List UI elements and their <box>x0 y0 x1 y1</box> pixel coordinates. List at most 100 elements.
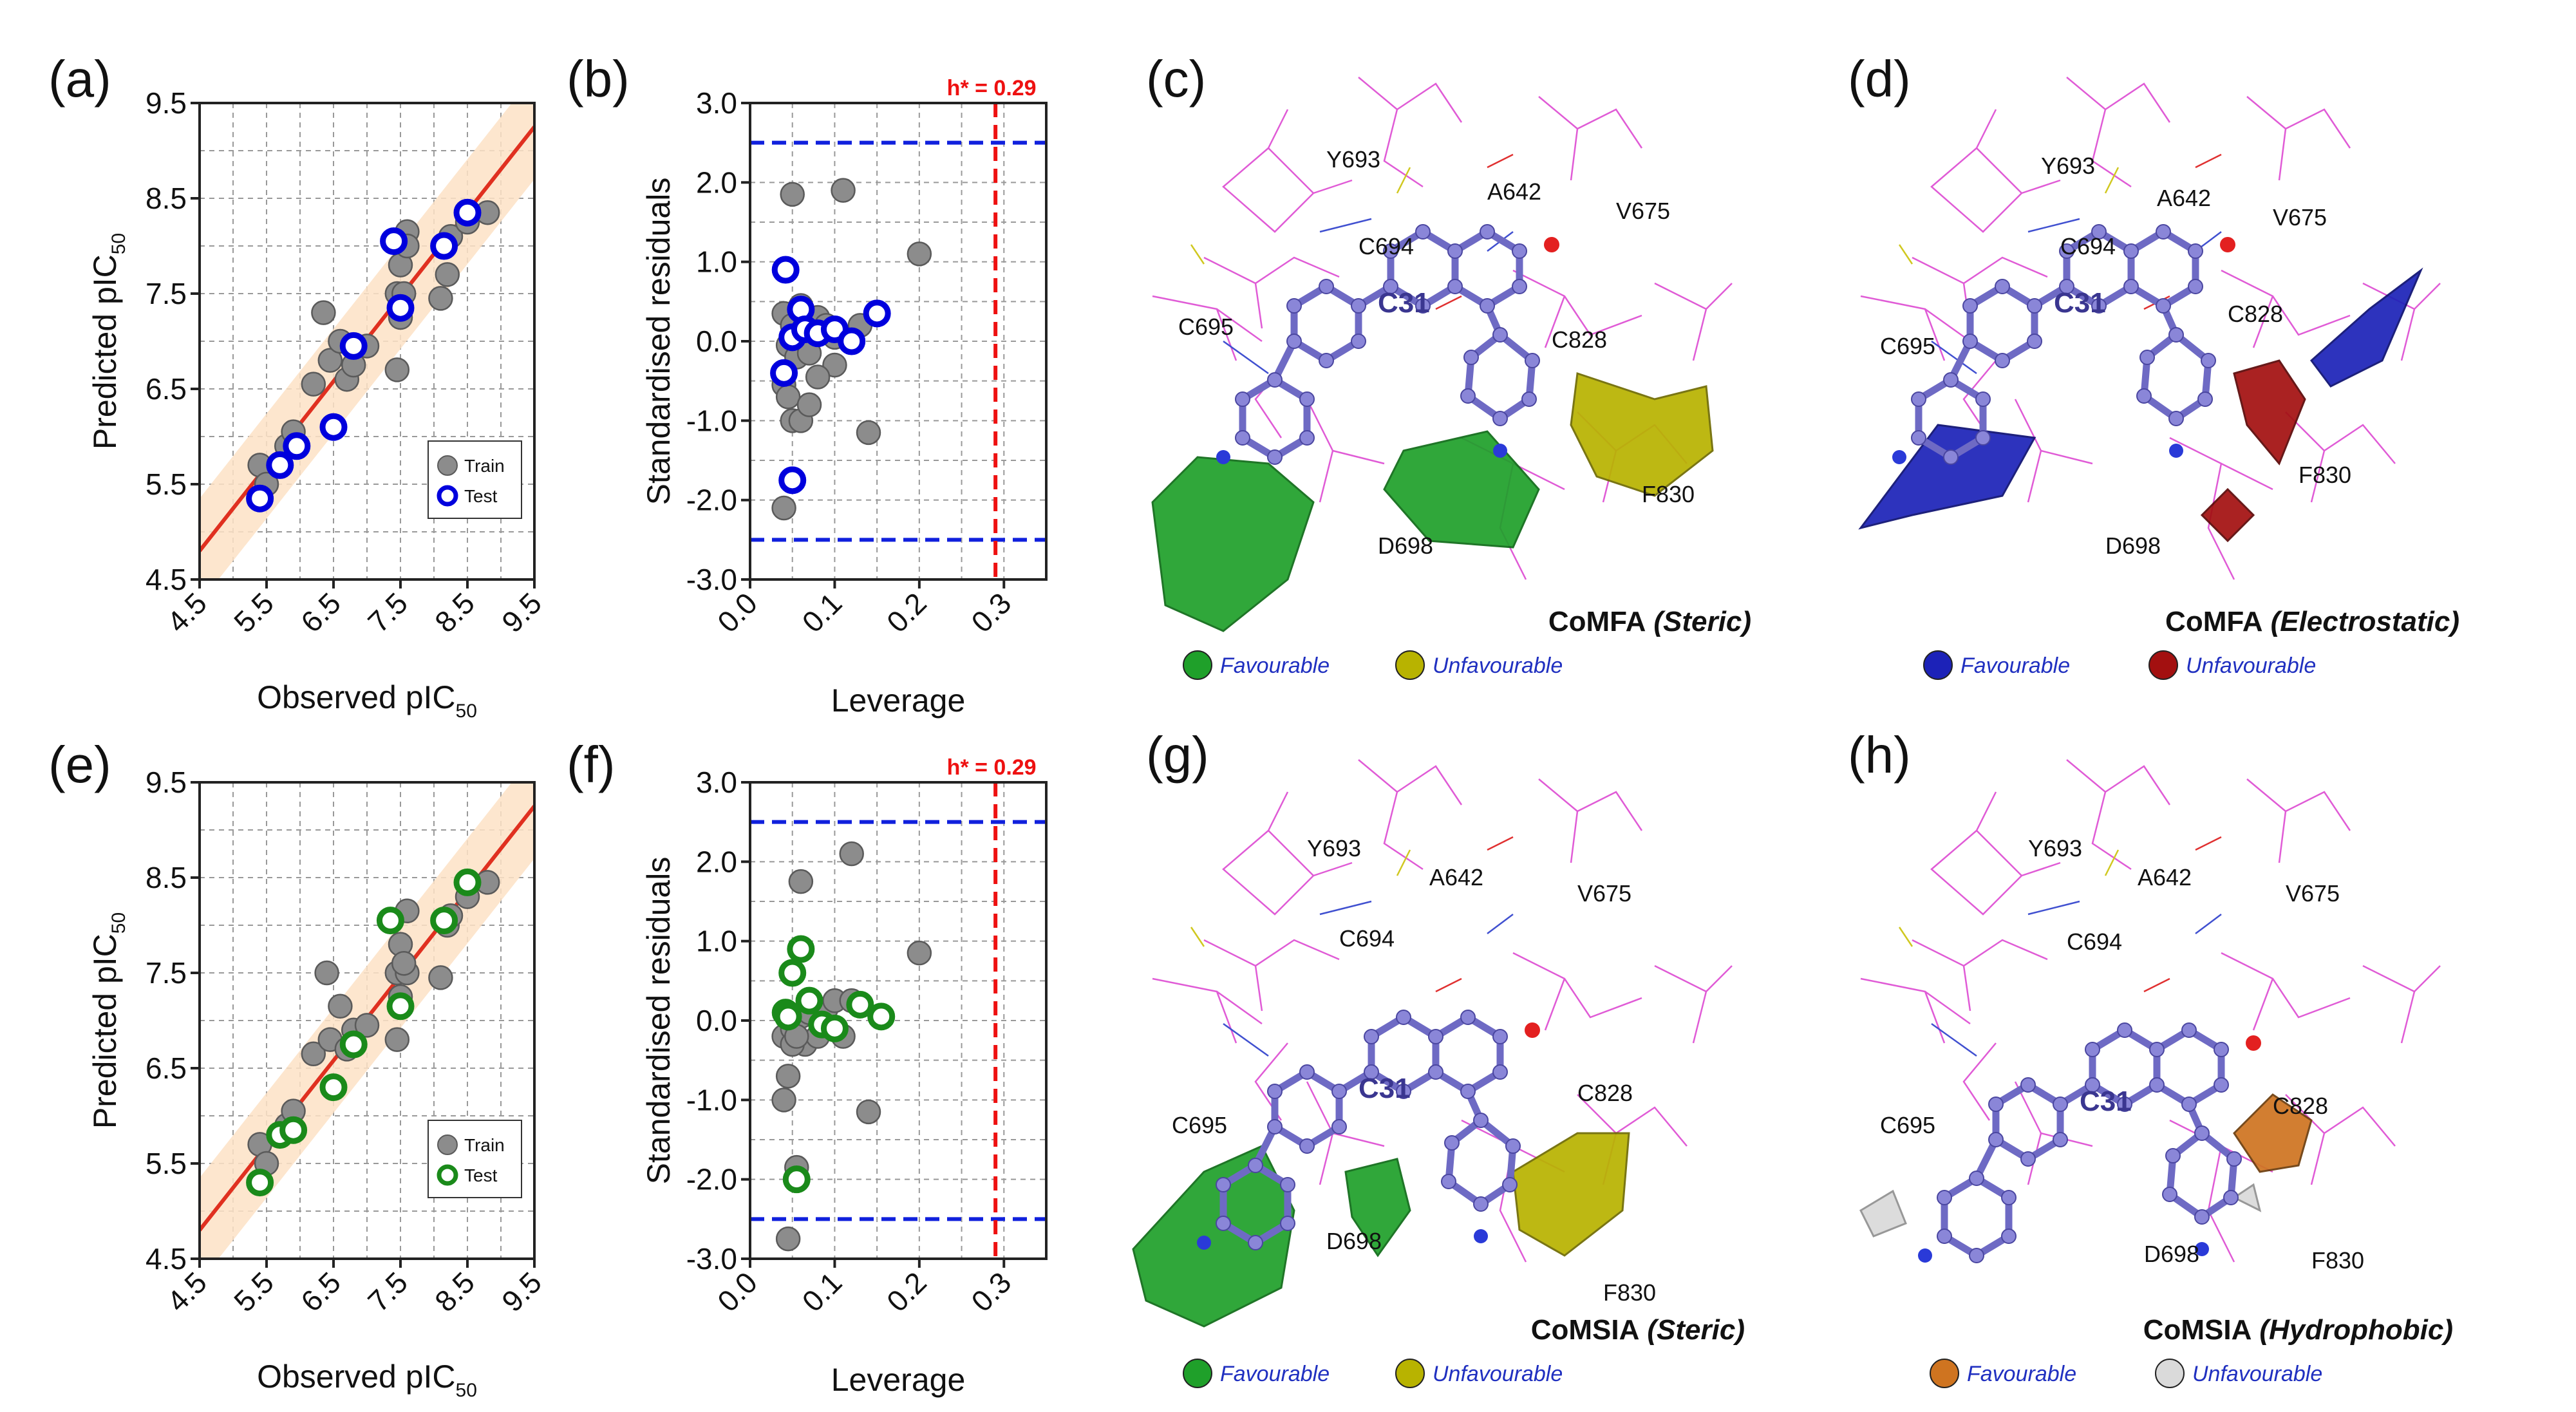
ligand-atom <box>2149 1042 2165 1057</box>
ligand-atom <box>1460 1010 1476 1025</box>
legend-test-marker <box>437 1164 458 1186</box>
y-tick-label: -3.0 <box>686 563 737 596</box>
residue-label: F830 <box>2299 462 2351 488</box>
panel-b: (b) h* = 0.293.02.01.00.0-1.0-2.0-3.00.0… <box>567 50 1048 719</box>
comsia-steric-map: C31Y693A642V675C694C695C828D698F830CoMSI… <box>1132 759 1745 1388</box>
ligand-atom <box>1505 1138 1521 1154</box>
panel-label-b: (b) <box>567 50 630 108</box>
residue-label: V675 <box>2273 204 2327 231</box>
ligand-label: C31 <box>2054 287 2106 319</box>
map-title: CoMFA(Steric) <box>1548 606 1751 637</box>
hydrophobic-unfavourable-contour <box>1859 1189 1907 1238</box>
train-point <box>775 384 801 409</box>
y-tick-label: 3.0 <box>696 86 737 120</box>
ligand-nitrogen-atom <box>1493 444 1507 458</box>
ligand-atom <box>1975 391 1991 407</box>
residue-label: V675 <box>1577 880 1631 907</box>
y-tick-label: -2.0 <box>686 484 737 517</box>
legend-unfavourable-label: Unfavourable <box>2186 654 2316 678</box>
legend-train-marker <box>437 455 458 476</box>
residue-label: F830 <box>1642 481 1695 507</box>
y-axis-title-main: Standardised residuals <box>641 178 677 505</box>
legend-unfavourable-marker <box>1395 650 1425 680</box>
y-tick-label: 1.0 <box>696 925 737 958</box>
ligand-atom <box>2168 327 2184 343</box>
test-point <box>376 907 404 935</box>
protein-residue-stick <box>2169 437 2273 580</box>
residue-label: C828 <box>1552 326 1607 353</box>
ligand-atom <box>1286 298 1302 314</box>
ligand-atom <box>1280 1216 1295 1231</box>
ligand-atom <box>1492 411 1508 426</box>
x-tick-label: 8.5 <box>428 1265 481 1318</box>
panel-label-f: (f) <box>567 736 616 793</box>
y-tick-label: 4.5 <box>146 563 187 596</box>
y-axis-title-sub: 50 <box>108 912 129 934</box>
y-tick-label: 8.5 <box>146 861 187 894</box>
ligand-atom <box>1299 430 1315 446</box>
ligand-atom <box>1447 243 1463 259</box>
panel-label-a: (a) <box>48 50 111 108</box>
legend-train-label: Train <box>464 456 505 476</box>
plot-frame <box>198 781 536 1260</box>
ligand-atom <box>2194 1125 2210 1141</box>
residue-label: Y693 <box>1326 146 1380 173</box>
y-tick-label: 2.0 <box>696 845 737 878</box>
test-point <box>787 935 815 963</box>
test-point <box>778 959 807 987</box>
residue-label: F830 <box>1603 1279 1656 1306</box>
protein-residue-stick <box>1152 977 1263 1044</box>
plot-frame <box>198 102 536 581</box>
y-tick-label: -2.0 <box>686 1163 737 1196</box>
train-point <box>796 392 822 417</box>
ligand-atom <box>1267 449 1283 465</box>
ligand-atom <box>2194 1209 2210 1225</box>
protein-residue-stick <box>1538 778 1643 863</box>
ligand-atom <box>1286 334 1302 349</box>
ligand-atom <box>2197 391 2213 407</box>
ligand-atom <box>1473 1113 1489 1128</box>
legend-train-label: Train <box>464 1135 505 1155</box>
train-point <box>391 950 417 976</box>
ligand-atom <box>2168 411 2184 426</box>
residue-label: Y693 <box>2041 153 2095 179</box>
ligand-atom <box>1299 1064 1315 1080</box>
test-point <box>770 359 798 387</box>
ligand-atom <box>1521 391 1537 407</box>
legend-favourable-marker <box>1930 1359 1959 1388</box>
legend-favourable-label: Favourable <box>1220 654 1330 678</box>
steric-unfavourable-contour <box>1512 1132 1630 1257</box>
residue-label: A642 <box>2138 864 2192 890</box>
protein-residue-stick <box>1222 791 1353 916</box>
legend-test-label: Test <box>464 486 498 506</box>
steric-favourable-contour <box>1383 430 1540 549</box>
residue-label: C695 <box>1880 1112 1935 1138</box>
map-title-method: CoMFA <box>2165 606 2263 637</box>
oxygen-stick <box>2143 836 2222 993</box>
steric-favourable-contour <box>1151 456 1315 632</box>
steric-favourable-contour <box>1132 1145 1295 1328</box>
y-axis-title: Predicted pIC50 <box>87 912 129 1129</box>
protein-residue-stick <box>1912 256 2048 329</box>
ligand-atom <box>2188 279 2203 294</box>
ligand-atom <box>2181 1097 2197 1112</box>
residue-label: A642 <box>2157 185 2211 211</box>
test-point <box>319 1073 348 1102</box>
y-tick-label: 0.0 <box>696 325 737 358</box>
protein-residue-stick <box>1930 109 2061 233</box>
map-title-method: CoMSIA <box>1531 1314 1640 1346</box>
protein-backbone-stick <box>1931 900 2222 1057</box>
map-title: CoMFA(Electrostatic) <box>2165 606 2459 637</box>
ligand-atom <box>1351 334 1366 349</box>
protein-residue-stick <box>1254 360 1288 438</box>
sulfur-stick <box>1190 167 1411 265</box>
ligand-nitrogen-atom <box>1474 1229 1488 1243</box>
ligand-atom <box>1911 391 1926 407</box>
protein-residue-stick <box>1222 109 1353 233</box>
train-point <box>907 241 932 267</box>
y-tick-label: 6.5 <box>146 1051 187 1085</box>
